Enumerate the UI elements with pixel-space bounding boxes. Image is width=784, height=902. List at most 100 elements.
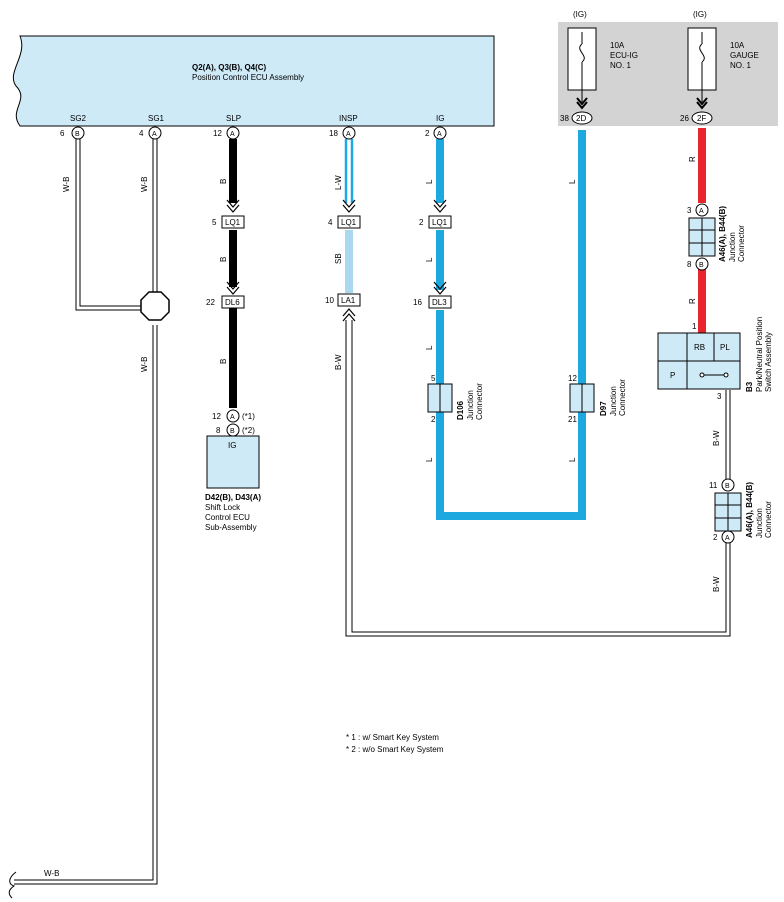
connector-ig-lq1-pin: 2 (419, 218, 424, 227)
fuse-gauge-src: (IG) (693, 10, 707, 19)
jc-upper-l1: Junction (728, 232, 737, 262)
fuse-ecu-ig-rating: 10A (610, 41, 625, 50)
pin-num-insp: 18 (329, 129, 338, 138)
wire-break-mark (8, 871, 17, 899)
jc-lower-pin-bottom: 2 (713, 533, 718, 542)
jc-upper-conn-bottom: B (699, 262, 704, 269)
splice-point (140, 291, 170, 321)
fuse-ecu-ig-src: (IG) (573, 10, 587, 19)
connector-slp-dl6-name: DL6 (225, 298, 240, 307)
wire-label-ig-3: L (425, 345, 434, 350)
d97-top-pin: 12 (568, 374, 577, 383)
connector-slp-lq1: LQ1 5 (212, 199, 245, 229)
wire-label-bottom: W-B (44, 869, 59, 878)
wire-label-slp-3: B (219, 359, 228, 364)
d97-l1: Junction (609, 386, 618, 416)
pin-num-sg1: 4 (139, 129, 144, 138)
fuse-ecu-ig-pin: 38 (560, 114, 569, 123)
connector-insp-lq1-pin: 4 (328, 218, 333, 227)
d97-id: D97 (599, 401, 608, 416)
wire-label-slp-1: B (219, 179, 228, 184)
connector-ig-dl3-name: DL3 (432, 298, 447, 307)
connector-slp-lq1-pin: 5 (212, 218, 217, 227)
fuse-ecu-ig: (IG) 10A ECU-IG NO. 1 2D 38 (560, 10, 638, 125)
ecu-title: Q2(A), Q3(B), Q4(C) (192, 63, 267, 72)
note-2: * 2 : w/o Smart Key System (346, 745, 444, 754)
pin-label-ig: IG (436, 114, 444, 123)
junction-d97: 12 21 D97 Junction Connector (568, 374, 627, 424)
shift-lock-conn-a: A (230, 414, 235, 421)
shift-lock-line2: Control ECU (205, 513, 250, 522)
pin-label-sg2: SG2 (70, 114, 87, 123)
jc-upper-pin-bottom: 8 (687, 260, 692, 269)
wire-label-sg1: W-B (140, 177, 149, 192)
connector-insp-lq1: LQ1 4 (328, 199, 361, 229)
wire-sg2-sg1 (14, 139, 158, 885)
pnp-pin-bottom: 3 (717, 392, 722, 401)
pnp-pl: PL (720, 343, 730, 352)
junction-lower: B 11 A 2 A46(A), B44(B) Junction Connect… (709, 478, 773, 544)
wire-bw-loop (345, 320, 731, 637)
d106-l2: Connector (475, 383, 484, 420)
pnp-l2: Switch Assembly (764, 332, 773, 392)
jc-lower-l2: Connector (764, 501, 773, 538)
pin-conn-ig: A (437, 131, 442, 138)
fuse-gauge: (IG) 10A GAUGE NO. 1 2F 26 (680, 10, 759, 125)
fuse-ecu-ig-name2: NO. 1 (610, 61, 631, 70)
connector-ig-lq1-name: LQ1 (432, 218, 448, 227)
junction-upper: A 3 B 8 A46(A), B44(B) Junction Connecto… (687, 203, 746, 271)
pin-num-slp: 12 (213, 129, 222, 138)
jc-lower-conn-top: B (725, 483, 730, 490)
wire-label-sg-merged: W-B (140, 357, 149, 372)
ecu-pin-slp: A 12 (213, 126, 240, 140)
pnp-switch: 1 RB PL P 3 B3 Park/Neutral Position Swi… (657, 317, 773, 401)
wire-label-d97-1: L (568, 179, 577, 184)
shift-lock-title: D42(B), D43(A) (205, 493, 261, 502)
pin-conn-slp: A (230, 131, 235, 138)
wire-label-ig-1: L (425, 179, 434, 184)
wire-ig (436, 130, 586, 520)
shift-lock-box-label: IG (228, 441, 236, 450)
connector-slp-lq1-name: LQ1 (225, 218, 241, 227)
ecu-pin-sg2: B 6 (60, 126, 85, 140)
junction-d106: 5 2 D106 Junction Connector (427, 374, 484, 424)
fuse-ecu-ig-conn: 2D (576, 114, 586, 123)
note-1: * 1 : w/ Smart Key System (346, 733, 439, 742)
pin-label-sg1: SG1 (148, 114, 165, 123)
position-control-ecu-box (12, 35, 495, 127)
wire-label-r-2: R (688, 298, 697, 304)
d97-bottom-pin: 21 (568, 415, 577, 424)
jc-lower-pin-top: 11 (709, 481, 718, 490)
pin-num-ig: 2 (425, 129, 430, 138)
ecu-name: Position Control ECU Assembly (192, 73, 304, 82)
pnp-rb: RB (694, 343, 705, 352)
wire-label-bw-jc: B-W (712, 576, 721, 592)
wire-label-ig-4: L (425, 457, 434, 462)
pnp-pin-top: 1 (692, 322, 697, 331)
connector-slp-dl6-pin: 22 (206, 298, 215, 307)
jc-upper-pin-top: 3 (687, 206, 692, 215)
wire-insp (344, 139, 354, 293)
ecu-pin-insp: A 18 (329, 126, 356, 140)
wire-label-r-1: R (688, 156, 697, 162)
shift-lock-line3: Sub-Assembly (205, 523, 257, 532)
connector-slp-dl6: DL6 22 (206, 281, 245, 309)
pin-num-sg2: 6 (60, 129, 65, 138)
pnp-id: B3 (745, 381, 754, 392)
wire-label-sg2: W-B (62, 177, 71, 192)
connector-ig-dl3-pin: 16 (413, 298, 422, 307)
wire-label-insp-2: SB (334, 253, 343, 264)
d106-bottom-pin: 2 (431, 415, 436, 424)
fuse-gauge-pin: 26 (680, 114, 689, 123)
wire-label-d97-2: L (568, 457, 577, 462)
connector-insp-lq1-name: LQ1 (341, 218, 357, 227)
shift-lock-conn-b: B (230, 428, 235, 435)
connector-insp-la1: LA1 10 (325, 293, 361, 322)
pin-conn-insp: A (346, 131, 351, 138)
wire-label-bw-pnp: B-W (712, 430, 721, 446)
d106-id: D106 (456, 400, 465, 420)
shift-lock-ecu: A 12 (*1) B 8 (*2) IG D42(B), D43(A) Shi… (205, 409, 261, 532)
connector-insp-la1-name: LA1 (341, 296, 356, 305)
jc-upper-l2: Connector (737, 225, 746, 262)
